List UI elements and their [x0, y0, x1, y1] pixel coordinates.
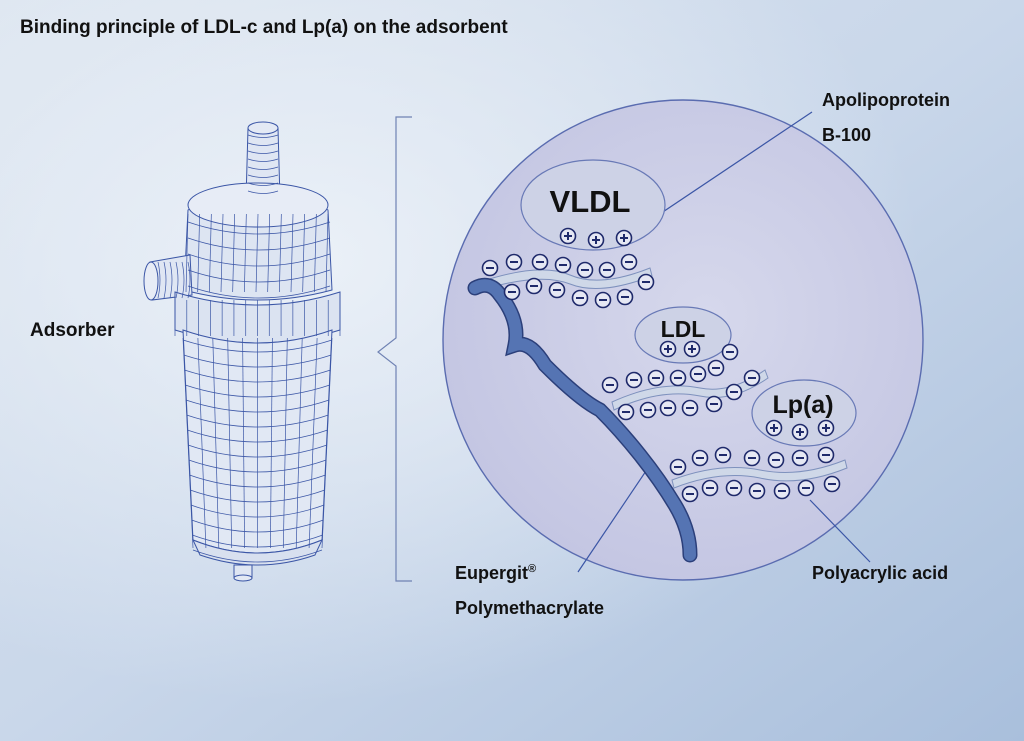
negative-charge-icon: [797, 479, 815, 497]
ldl-particle: [634, 306, 732, 364]
negative-charge-icon: [669, 458, 687, 476]
negative-charge-icon: [616, 288, 634, 306]
negative-charge-icon: [576, 261, 594, 279]
polyacrylic-acid-strands: [479, 267, 848, 489]
lpa-label: Lp(a): [772, 391, 833, 419]
strand-bottom: [671, 459, 848, 489]
negative-charge-icon: [773, 482, 791, 500]
negative-charge-icon: [554, 256, 572, 274]
negative-charge-icon: [659, 399, 677, 417]
negative-charge-icon: [689, 365, 707, 383]
bracket-line: [377, 116, 412, 582]
negative-charge-icon: [701, 479, 719, 497]
negative-charge-icon: [691, 449, 709, 467]
negative-charge-icon: [705, 395, 723, 413]
positive-charge-icon: [615, 229, 633, 247]
negative-charge-icon: [625, 371, 643, 389]
negative-charge-icon: [481, 259, 499, 277]
eupergit-label: Eupergit®: [455, 563, 536, 584]
negative-charge-icon: [620, 253, 638, 271]
polyacrylic-callout-line: [809, 499, 871, 563]
positive-charge-icon: [791, 423, 809, 441]
positive-charge-icon: [559, 227, 577, 245]
negative-charge-icon: [639, 401, 657, 419]
negative-charge-icon: [714, 446, 732, 464]
negative-charge-icon: [725, 479, 743, 497]
negative-charge-icon: [817, 446, 835, 464]
negative-charge-icon: [594, 291, 612, 309]
negative-charge-icon: [601, 376, 619, 394]
negative-charge-icon: [681, 485, 699, 503]
negative-charge-icon: [598, 261, 616, 279]
positive-charge-icon: [683, 340, 701, 358]
positive-charge-icon: [817, 419, 835, 437]
negative-charge-icon: [505, 253, 523, 271]
negative-charge-icon: [617, 403, 635, 421]
negative-charge-icon: [748, 482, 766, 500]
negative-charge-icon: [571, 289, 589, 307]
negative-charge-icon: [721, 343, 739, 361]
eupergit-name: Eupergit: [455, 563, 529, 583]
registered-mark: ®: [528, 563, 537, 575]
apolipoprotein-label-line2: B-100: [822, 125, 872, 145]
strand-middle: [611, 369, 769, 411]
negative-charge-icon: [637, 273, 655, 291]
eupergit-backbone-fill: [469, 279, 696, 561]
negative-charge-icon: [767, 451, 785, 469]
positive-charge-icon: [659, 340, 677, 358]
negative-charge-icon: [647, 369, 665, 387]
apolipoprotein-label: Apolipoprotein: [822, 90, 950, 110]
negative-charge-icon: [669, 369, 687, 387]
negative-charge-icon: [823, 475, 841, 493]
positive-charge-icon: [765, 419, 783, 437]
negative-charge-icon: [525, 277, 543, 295]
adsorber-cartridge-icon: [143, 121, 341, 582]
adsorber-label: Adsorber: [30, 320, 115, 341]
strand-top: [479, 267, 653, 291]
page-title: Binding principle of LDL-c and Lp(a) on …: [20, 17, 508, 38]
negative-charge-icon: [743, 369, 761, 387]
polymethacrylate-label: Polymethacrylate: [455, 598, 605, 618]
eupergit-callout-line: [577, 467, 649, 573]
vldl-label: VLDL: [550, 184, 631, 219]
negative-charge-icon: [503, 283, 521, 301]
negative-charge-icon: [548, 281, 566, 299]
polyacrylic-acid-label: Polyacrylic acid: [812, 563, 949, 583]
ldl-label: LDL: [661, 316, 706, 342]
negative-charge-icon: [791, 449, 809, 467]
negative-charge-icon: [531, 253, 549, 271]
negative-charge-icon: [707, 359, 725, 377]
negative-charge-icon: [725, 383, 743, 401]
vldl-particle: [520, 159, 666, 251]
negative-charge-icon: [743, 449, 761, 467]
negative-charge-icon: [681, 399, 699, 417]
positive-charge-icon: [587, 231, 605, 249]
